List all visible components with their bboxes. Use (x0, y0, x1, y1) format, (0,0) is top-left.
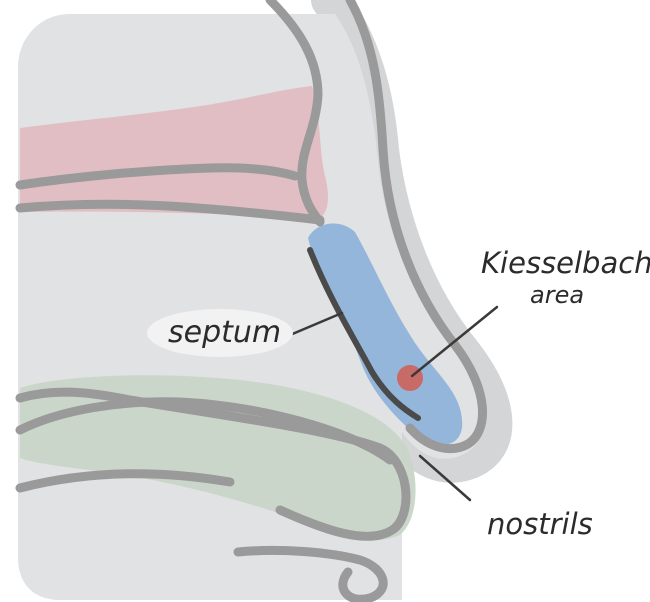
area-label: area (530, 283, 584, 307)
septum-label: septum (168, 318, 281, 348)
kiesselbach-label: Kiesselbach (481, 249, 650, 278)
nostrils-label: nostrils (487, 510, 593, 539)
